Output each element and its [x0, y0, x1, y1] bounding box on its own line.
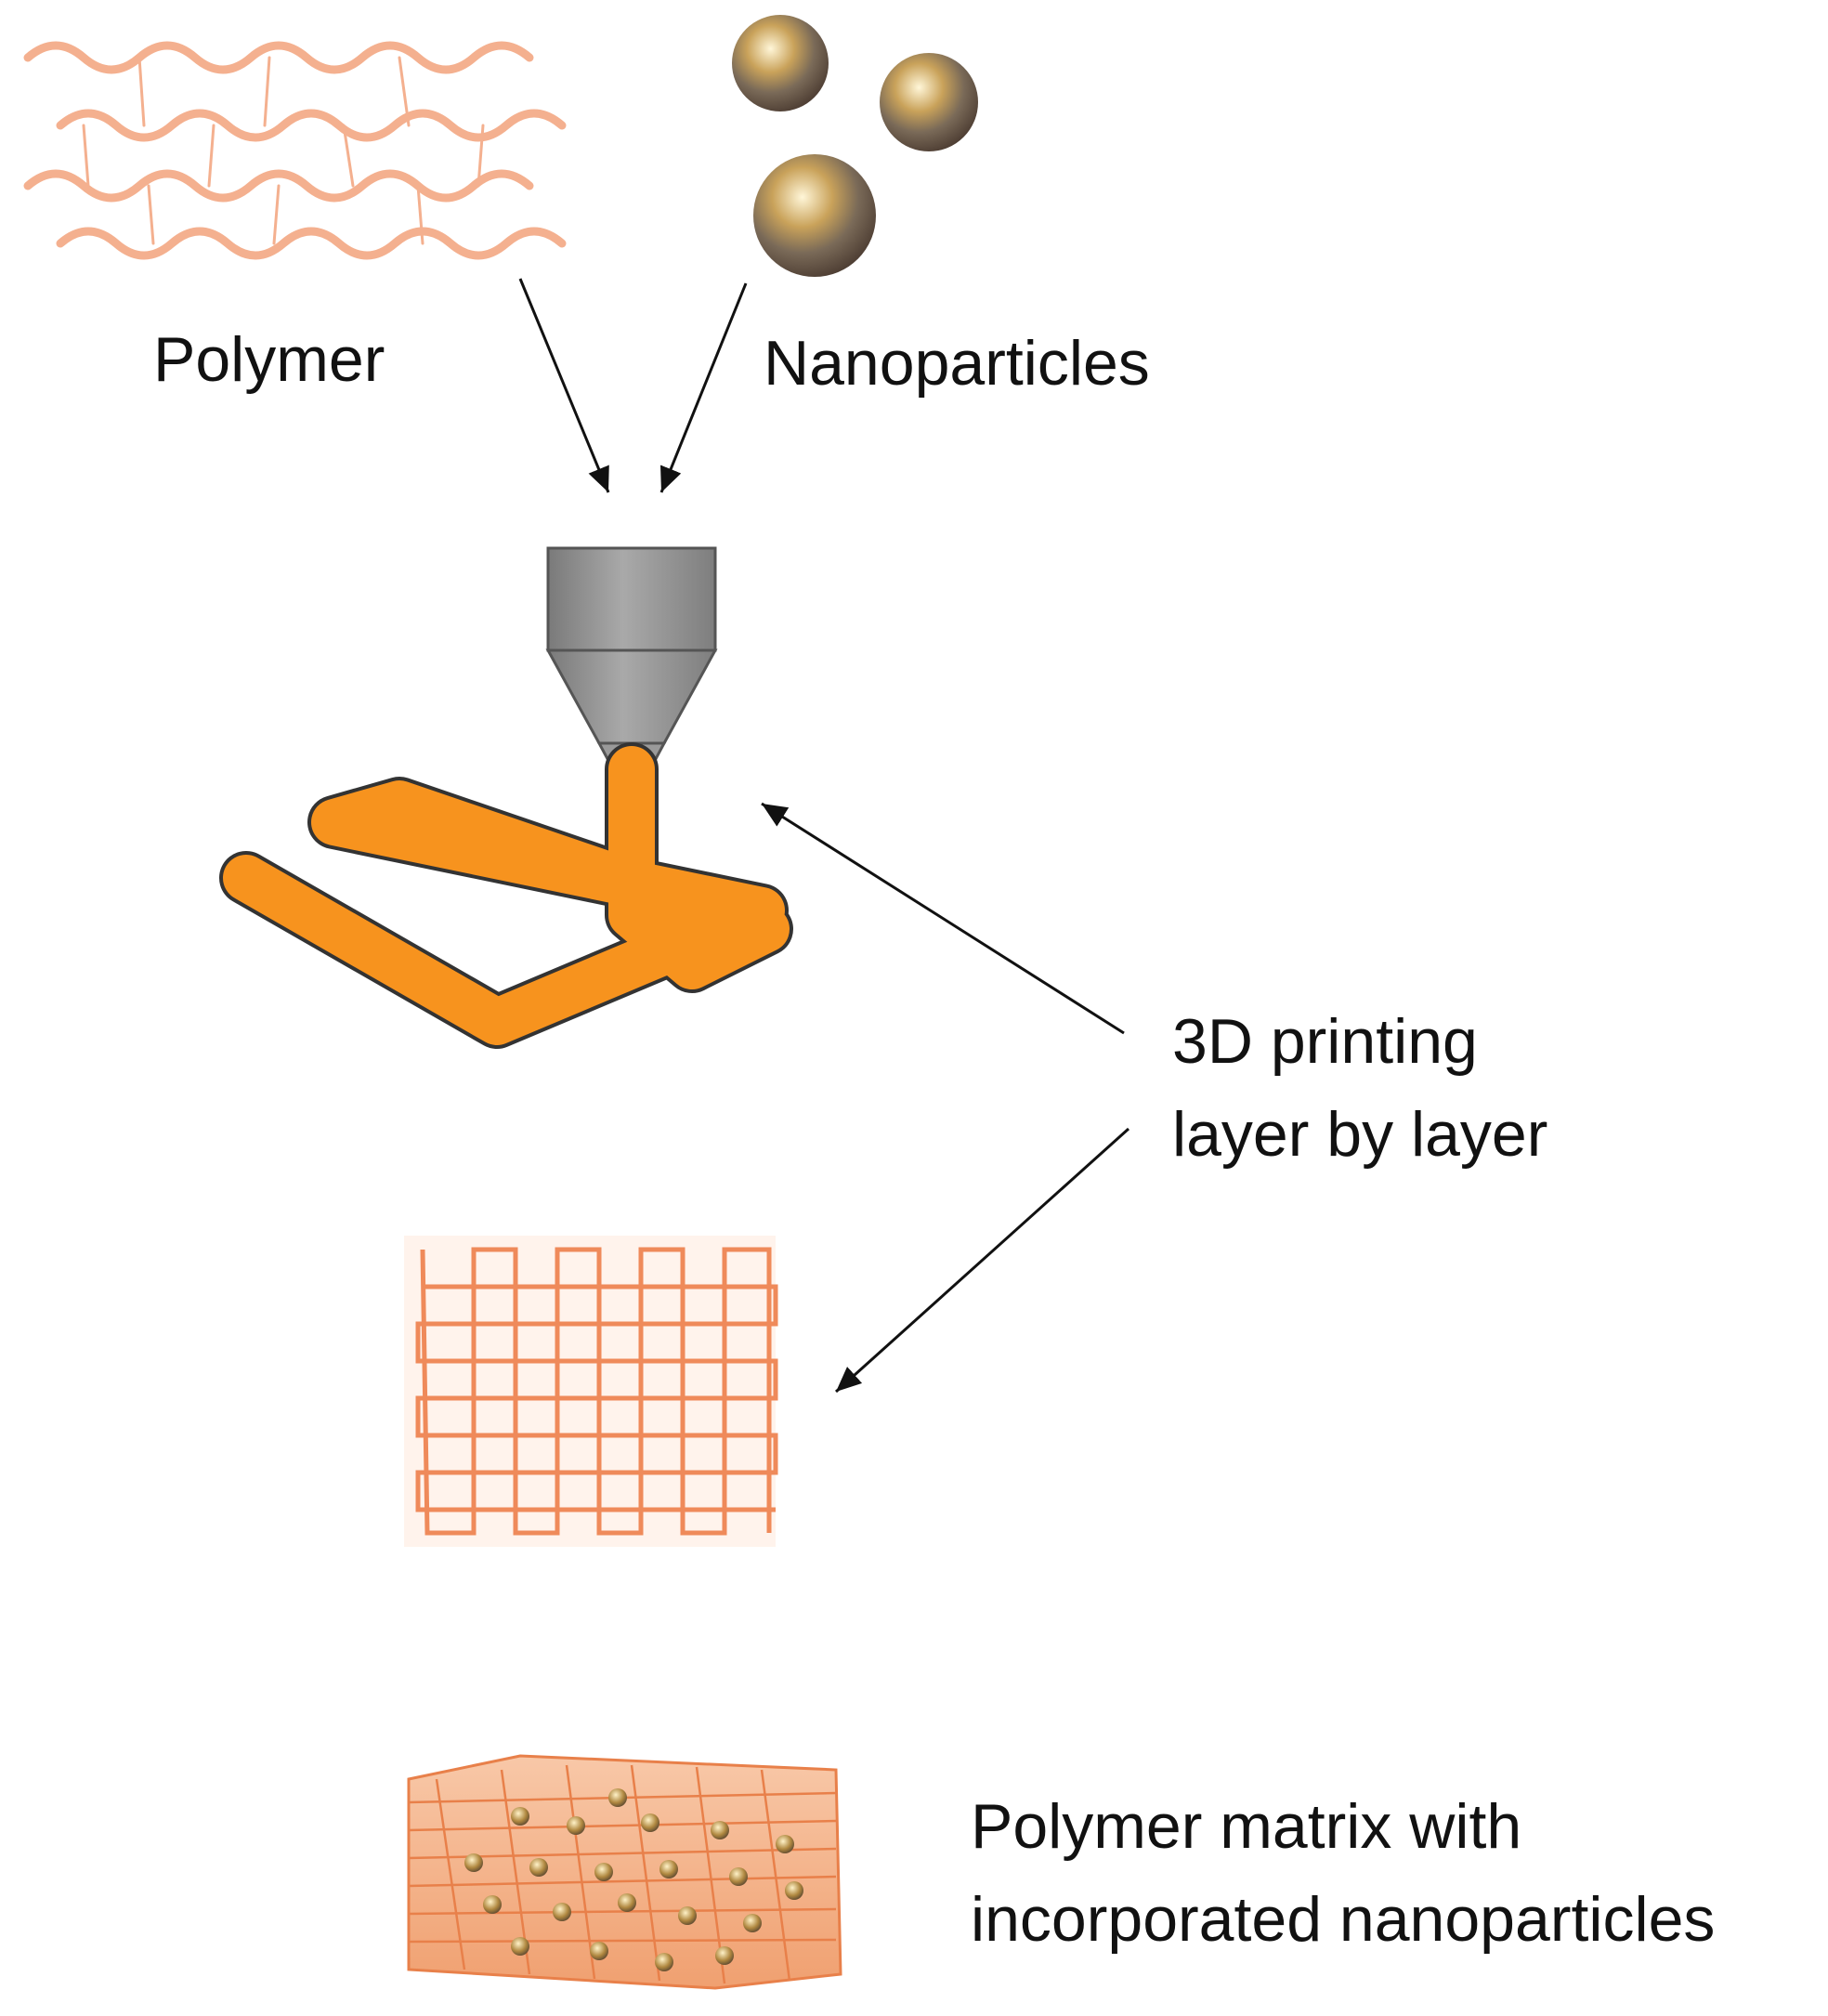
polymer-chains-icon — [23, 41, 567, 260]
scaffold-grid-icon — [404, 1236, 778, 1547]
printing-label-line1: 3D printing — [1172, 1006, 1478, 1077]
result-label-line2: incorporated nanoparticles — [971, 1884, 1716, 1955]
arrow-nanoparticles-to-nozzle — [659, 282, 748, 493]
filament-icon — [219, 742, 793, 1049]
result-label-line1: Polymer matrix with — [971, 1791, 1522, 1862]
arrow-label-to-filament — [761, 802, 1125, 1035]
arrow-label-to-grid — [834, 1127, 1130, 1394]
nanoparticles-label: Nanoparticles — [764, 328, 1150, 399]
printing-label-line2: layer by layer — [1172, 1099, 1548, 1170]
polymer-label: Polymer — [153, 324, 385, 395]
nozzle-icon — [545, 546, 718, 771]
nanoparticle-icon — [732, 15, 978, 277]
arrow-polymer-to-nozzle — [518, 278, 610, 493]
composite-block-icon — [407, 1754, 842, 1990]
